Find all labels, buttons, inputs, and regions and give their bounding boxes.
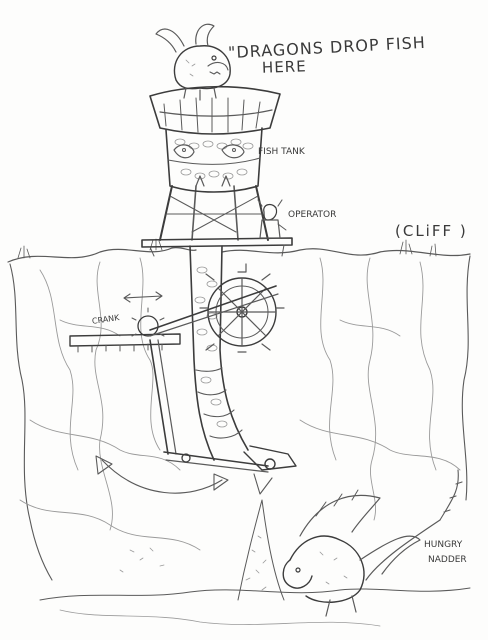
nadder-dragon-icon: [282, 469, 463, 617]
swing-arrow: [95, 455, 229, 494]
fish-chute: [189, 245, 297, 495]
operator-label: OPERATOR: [288, 210, 337, 220]
tower-legs: [159, 185, 269, 241]
crank-mechanism: [69, 285, 279, 473]
drop-fish-here-label: HERE: [261, 57, 307, 77]
fish-tank-label: FISH TANK: [258, 147, 305, 157]
fish-tank: [149, 85, 281, 193]
hungry-label: HUNGRY: [424, 540, 463, 550]
gronckle-dragon-icon: [155, 23, 231, 101]
operator-platform: [141, 237, 293, 257]
cliff-outline: [7, 238, 471, 581]
viking-operator-icon: [257, 199, 287, 239]
nadder-label: NADDER: [428, 555, 467, 565]
ground-debris: [39, 499, 471, 627]
paddle-wheel-icon: [199, 263, 285, 353]
cliff-label: (CLiFF ): [395, 222, 468, 240]
